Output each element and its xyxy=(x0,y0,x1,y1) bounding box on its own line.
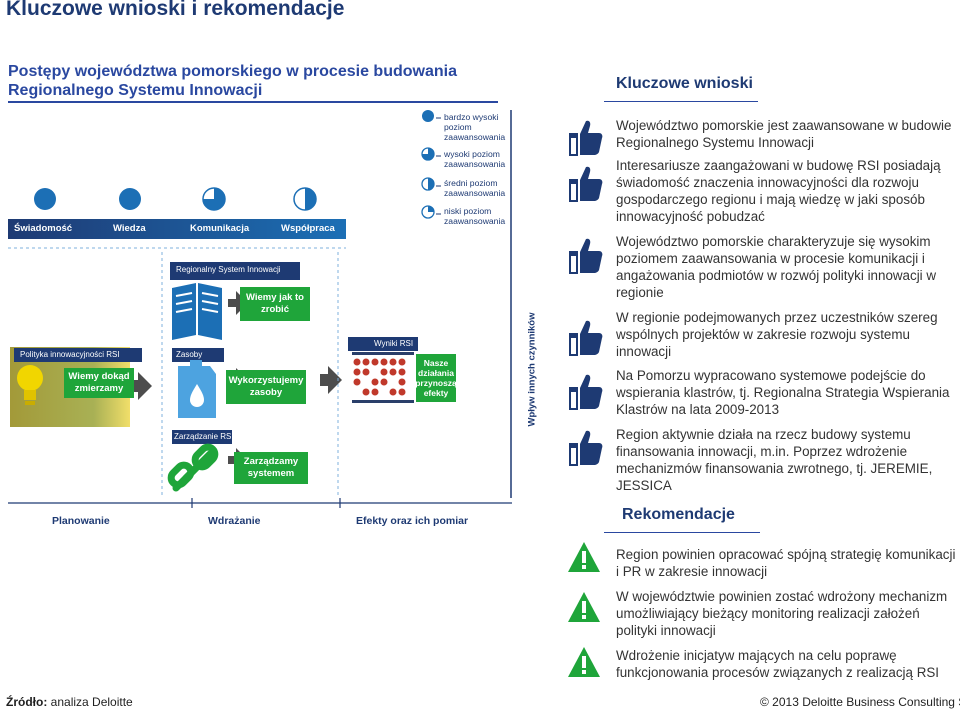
rsi-title: Regionalny System Innowacji xyxy=(176,265,281,274)
canister-icon xyxy=(178,360,216,418)
source-note: Źródło: analiza Deloitte xyxy=(6,695,133,709)
page-subtitle: Postępy województwa pomorskiego w proces… xyxy=(8,63,457,99)
recommendation-item: Region powinien opracować spójną strateg… xyxy=(616,547,956,579)
conclusion-item: Region aktywnie działa na rzecz budowy s… xyxy=(616,427,933,493)
zasoby-box: Wykorzystujemy zasoby xyxy=(226,370,306,404)
page-title: Kluczowe wnioski i rekomendacje xyxy=(6,0,345,20)
phase-implementation: Wdrażanie xyxy=(208,515,261,527)
lightbulb-icon xyxy=(17,365,43,405)
phase-planning: Planowanie xyxy=(52,515,110,527)
phase-effects: Efekty oraz ich pomiar xyxy=(356,515,469,527)
legend-full-icon xyxy=(422,110,434,122)
warning-icon xyxy=(566,540,602,576)
conclusion-item: Interesariusze zaangażowani w budowę RSI… xyxy=(616,158,941,224)
conclusion-item: Na Pomorzu wypracowano systemowe podejśc… xyxy=(616,368,950,417)
wyniki-title: Wyniki RSI xyxy=(374,339,414,348)
category-cooperation: Współpraca xyxy=(281,223,335,234)
recommendations-underline xyxy=(604,532,760,533)
legend-high-icon xyxy=(422,148,434,160)
zarzadzanie-box: Zarządzamy systemem xyxy=(234,452,308,484)
category-knowledge: Wiedza xyxy=(113,223,146,234)
thumbs-up-icon xyxy=(566,236,604,276)
category-awareness: Świadomość xyxy=(14,223,73,234)
conclusions-underline xyxy=(604,101,758,102)
thumbs-up-icon xyxy=(566,428,604,468)
source-label: Źródło: xyxy=(6,695,48,709)
legend-label-high: wysoki poziom zaawansowania xyxy=(444,149,506,169)
book-icon xyxy=(172,283,222,340)
recommendations-heading: Rekomendacje xyxy=(622,506,735,523)
recommendation-item: W województwie powinien zostać wdrożony … xyxy=(616,589,948,638)
thumbs-up-icon xyxy=(566,164,604,204)
chain-link-icon xyxy=(167,443,219,492)
legend-low-icon xyxy=(428,206,434,212)
legend-label-medium: średni poziom zaawansowania xyxy=(444,178,506,198)
category-communication: Komunikacja xyxy=(190,223,250,234)
thumbs-up-icon xyxy=(566,372,604,412)
wyniki-box: Nasze działania przynoszą efekty xyxy=(415,354,457,402)
conclusions-heading: Kluczowe wnioski xyxy=(616,75,753,92)
conclusion-item: Województwo pomorskie jest zaawansowane … xyxy=(616,118,952,150)
conclusion-item: W regionie podejmowanych przez uczestnik… xyxy=(616,310,938,359)
zarzadzanie-title: Zarządzanie RSI xyxy=(174,432,234,441)
zasoby-title: Zasoby xyxy=(176,350,203,359)
copyright: © 2013 Deloitte Business Consulting S.A. xyxy=(760,695,960,709)
abacus-icon xyxy=(352,352,414,403)
recommendation-item: Wdrożenie inicjatyw mających na celu pop… xyxy=(616,648,940,680)
conclusion-item: Województwo pomorskie charakteryzuje się… xyxy=(616,234,937,300)
thumbs-up-icon xyxy=(566,118,604,158)
legend-label-very-high: bardzo wysoki poziom zaawansowania xyxy=(444,112,506,142)
source-text: analiza Deloitte xyxy=(50,695,133,709)
polityka-title: Polityka innowacyjności RSI xyxy=(20,350,120,359)
warning-icon xyxy=(566,590,602,626)
other-factors-label: Wpływ innych czynników xyxy=(526,312,538,427)
legend-mid-icon xyxy=(428,178,434,190)
thumbs-up-icon xyxy=(566,318,604,358)
warning-icon xyxy=(566,645,602,681)
polityka-box: Wiemy dokąd zmierzamy xyxy=(64,368,134,398)
category-icons xyxy=(34,187,317,211)
legend-label-low: niski poziom zaawansowania xyxy=(444,206,506,226)
legend-icons xyxy=(421,110,441,219)
subtitle-underline xyxy=(8,101,498,103)
rsi-box: Wiemy jak to zrobić xyxy=(240,287,310,321)
